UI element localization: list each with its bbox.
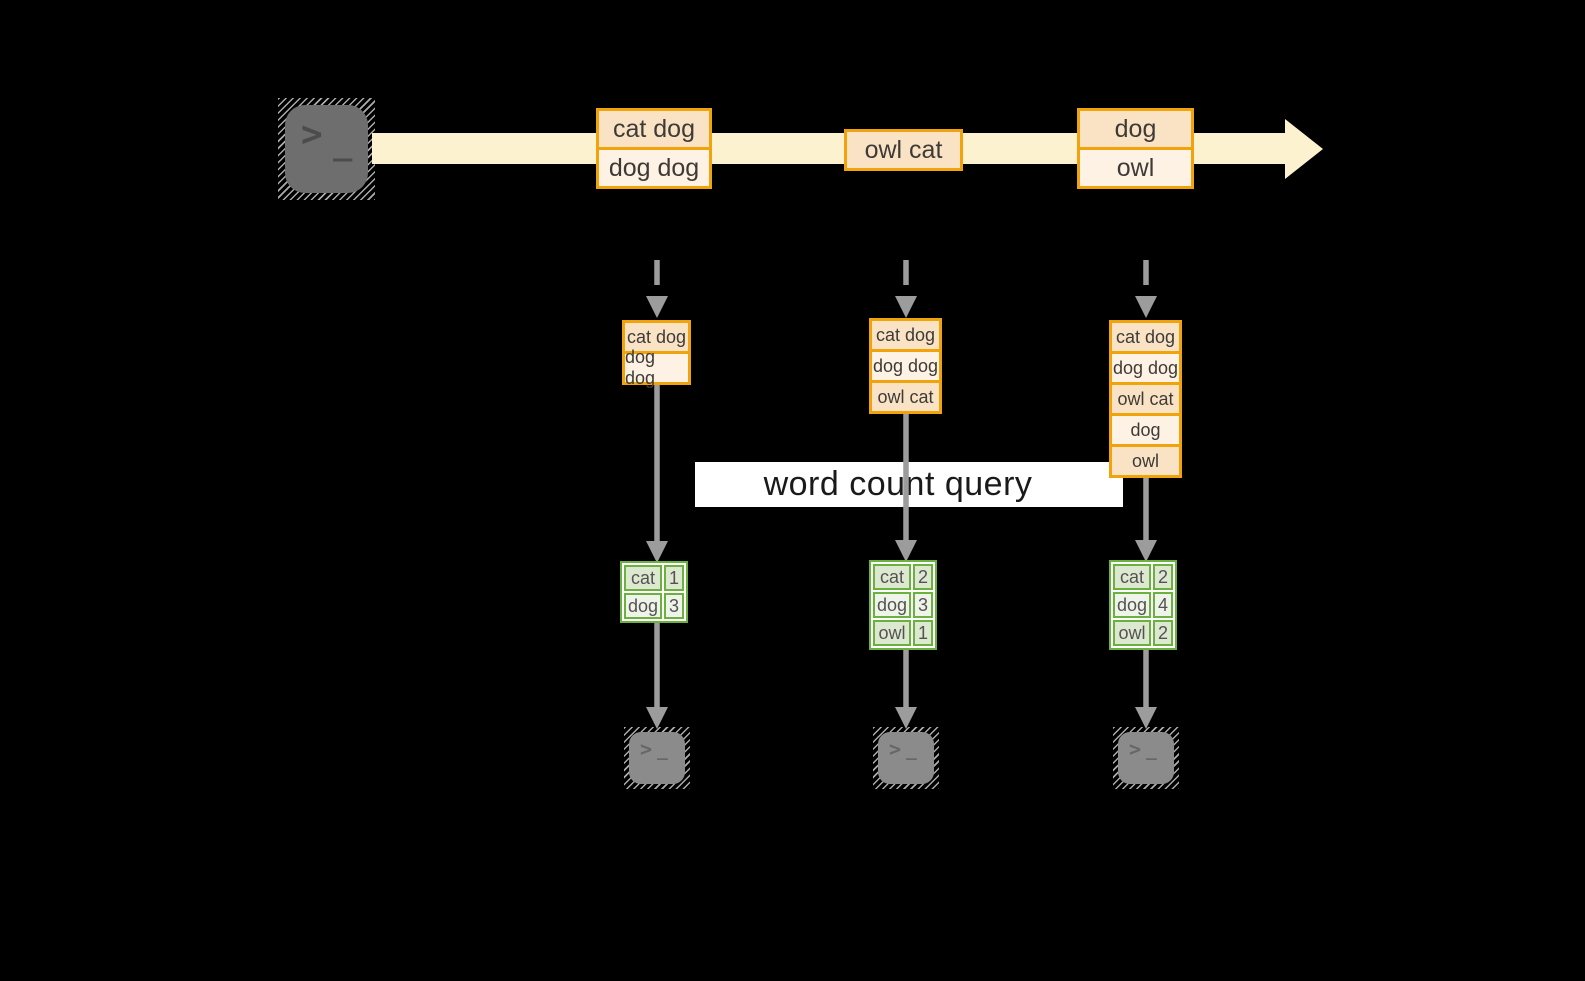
query-arrow-1 <box>646 383 668 563</box>
output-terminal-icon-1: > _ <box>624 727 690 789</box>
stream-record: owl <box>1080 150 1191 186</box>
state-record: cat dog <box>872 321 939 349</box>
source-terminal-icon: > _ <box>278 98 375 200</box>
wordcount-table-1: cat 1 dog 3 <box>620 561 688 623</box>
stream-batch-1: cat dog dog dog <box>596 108 712 189</box>
terminal-body: > _ <box>285 105 368 193</box>
state-record: cat dog <box>625 323 688 351</box>
wordcount-table-3: cat 2 dog 4 owl 2 <box>1109 560 1177 650</box>
state-record: dog <box>1112 416 1179 444</box>
query-banner: word count query <box>695 462 1123 507</box>
terminal-prompt-icon: > <box>640 737 653 761</box>
table-cell-word: cat <box>624 565 662 591</box>
output-terminal-icon-3: > _ <box>1113 727 1179 789</box>
terminal-prompt-icon: > <box>1129 737 1142 761</box>
stream-record: dog dog <box>599 150 709 186</box>
terminal-body: > _ <box>1118 732 1174 784</box>
input-stream-arrowhead-icon <box>1285 119 1323 179</box>
state-stack-3: cat dog dog dog owl cat dog owl <box>1109 320 1182 478</box>
trigger-arrow-2 <box>895 260 917 318</box>
table-cell-count: 2 <box>913 564 933 590</box>
table-cell-word: dog <box>873 592 911 618</box>
output-terminal-icon-2: > _ <box>873 727 939 789</box>
table-cell-count: 4 <box>1153 592 1173 618</box>
query-arrow-3 <box>1135 476 1157 562</box>
table-cell-word: cat <box>873 564 911 590</box>
table-cell-count: 2 <box>1153 620 1173 646</box>
output-arrow-3 <box>1135 649 1157 729</box>
output-arrow-2 <box>895 649 917 729</box>
stream-record: owl cat <box>847 132 960 168</box>
stream-batch-2: owl cat <box>844 129 963 171</box>
table-cell-word: owl <box>1113 620 1151 646</box>
terminal-body: > _ <box>878 732 934 784</box>
terminal-body: > _ <box>629 732 685 784</box>
table-cell-count: 3 <box>664 593 684 619</box>
wordcount-table-2: cat 2 dog 3 owl 1 <box>869 560 937 650</box>
table-cell-word: owl <box>873 620 911 646</box>
table-cell-word: dog <box>1113 592 1151 618</box>
query-arrow-2 <box>895 412 917 562</box>
query-banner-label: word count query <box>763 465 1033 503</box>
table-cell-count: 2 <box>1153 564 1173 590</box>
terminal-cursor-icon: _ <box>906 740 917 761</box>
state-stack-1: cat dog dog dog <box>622 320 691 388</box>
table-cell-count: 3 <box>913 592 933 618</box>
stream-record: dog <box>1080 111 1191 147</box>
state-record: owl cat <box>1112 385 1179 413</box>
terminal-prompt-icon: > <box>889 737 902 761</box>
output-arrow-1 <box>646 623 668 729</box>
state-record: dog dog <box>625 347 688 388</box>
terminal-cursor-icon: _ <box>657 740 668 761</box>
state-record: cat dog <box>1112 323 1179 351</box>
table-cell-word: dog <box>624 593 662 619</box>
state-record: owl cat <box>872 383 939 411</box>
stream-batch-3: dog owl <box>1077 108 1194 189</box>
state-record: owl <box>1112 447 1179 475</box>
table-cell-count: 1 <box>664 565 684 591</box>
stream-record: cat dog <box>599 111 709 147</box>
state-record: dog dog <box>1112 354 1179 382</box>
trigger-arrow-3 <box>1135 260 1157 318</box>
terminal-prompt-icon: > <box>301 114 323 155</box>
trigger-arrow-1 <box>646 260 668 318</box>
state-record: dog dog <box>872 352 939 380</box>
terminal-cursor-icon: _ <box>333 124 353 162</box>
table-cell-word: cat <box>1113 564 1151 590</box>
table-cell-count: 1 <box>913 620 933 646</box>
terminal-cursor-icon: _ <box>1146 740 1157 761</box>
state-stack-2: cat dog dog dog owl cat <box>869 318 942 414</box>
